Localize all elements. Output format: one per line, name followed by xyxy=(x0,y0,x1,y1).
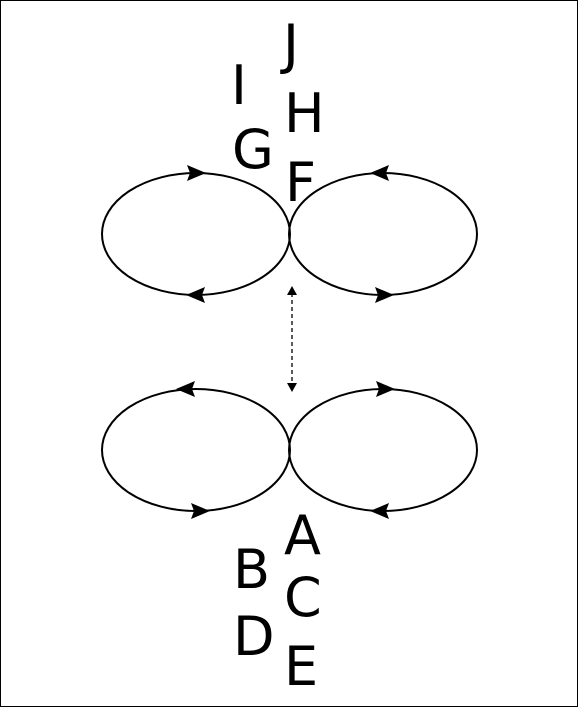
connector-up-arrow-icon xyxy=(287,286,297,295)
label-b: B xyxy=(233,538,270,601)
upper-right-loop xyxy=(288,172,478,296)
upper-left-bottom-arrow-icon xyxy=(186,287,205,303)
lower-right-top-arrow-icon xyxy=(376,381,395,397)
connector-down-arrow-icon xyxy=(287,383,297,392)
label-j: J xyxy=(280,13,299,76)
upper-left-top-arrow-icon xyxy=(187,165,206,181)
upper-left-loop xyxy=(101,172,291,296)
label-f: F xyxy=(285,151,316,214)
upper-right-top-arrow-icon xyxy=(370,165,389,181)
label-h: H xyxy=(284,82,325,145)
label-g: G xyxy=(232,118,274,181)
label-c: C xyxy=(284,566,322,629)
lower-left-loop xyxy=(101,388,291,512)
lower-labels: A B C D E xyxy=(233,504,322,698)
lower-left-bottom-arrow-icon xyxy=(191,503,210,519)
lower-left-top-arrow-icon xyxy=(176,381,195,397)
dashed-double-arrow xyxy=(287,286,297,392)
label-i: I xyxy=(231,54,247,117)
lower-right-loop xyxy=(288,388,478,512)
label-d: D xyxy=(233,605,275,668)
label-e: E xyxy=(284,635,318,698)
upper-labels: J I H G F xyxy=(231,13,325,214)
upper-loop-pair xyxy=(101,165,478,303)
label-a: A xyxy=(284,504,321,567)
lower-loop-pair xyxy=(101,381,478,519)
lower-right-bottom-arrow-icon xyxy=(370,503,389,519)
upper-right-bottom-arrow-icon xyxy=(375,287,394,303)
